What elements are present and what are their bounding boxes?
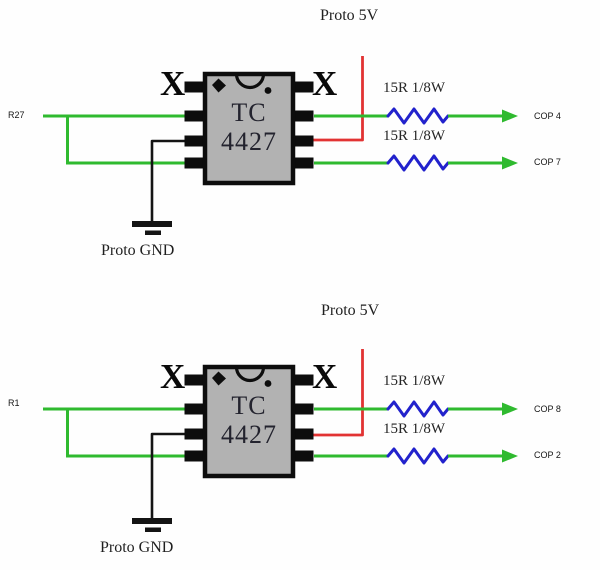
pin-left-3	[184, 135, 205, 147]
pin-right-1	[293, 374, 314, 386]
output-net-label-a: COP 4	[534, 111, 561, 121]
supply-wire	[311, 56, 364, 142]
output-net-label-b: COP 2	[534, 450, 561, 460]
supply-wire	[311, 349, 364, 437]
ic-label-line2: 4427	[221, 420, 277, 449]
pin1-marker	[212, 78, 226, 93]
supply-net-label: Proto 5V	[320, 7, 379, 24]
pin-right-4	[293, 157, 314, 169]
ground-wire	[150, 432, 186, 519]
output-net-label-b: COP 7	[534, 157, 561, 167]
ic-label-line1: TC	[231, 98, 267, 127]
resistor-value-label-a: 15R 1/8W	[383, 373, 446, 389]
pin1-marker	[212, 371, 226, 386]
input-branch-wire	[66, 409, 186, 458]
pin-left-1	[184, 374, 205, 386]
pin-right-4	[293, 450, 314, 462]
no-connect-x-right: X	[312, 357, 338, 396]
ground-symbol	[132, 518, 172, 524]
pin-right-3	[293, 135, 314, 147]
no-connect-x-right: X	[312, 64, 338, 103]
ic-dot	[264, 380, 272, 387]
pin-right-2	[293, 403, 314, 415]
no-connect-x-left: X	[160, 357, 186, 396]
ground-wire	[150, 139, 186, 222]
wiring-diagram	[43, 349, 518, 532]
supply-net-label: Proto 5V	[321, 302, 380, 319]
output-arrow-b	[502, 449, 518, 463]
pin-left-4	[184, 157, 205, 169]
pin-left-3	[184, 428, 205, 440]
pin-right-3	[293, 428, 314, 440]
pin-left-1	[184, 81, 205, 93]
resistor-a	[386, 400, 450, 418]
resistor-a	[386, 107, 450, 125]
wiring-diagram	[43, 56, 518, 235]
output-arrow-b	[502, 156, 518, 170]
ic-dot	[264, 87, 272, 94]
output-arrow-a	[502, 109, 518, 123]
driver-circuit-1: Proto 5V R27 X X TC 4427 15R 1/8W 15R 1/…	[8, 7, 561, 259]
ic-chip-body	[202, 71, 296, 186]
input-branch-wire	[66, 116, 186, 165]
output-arrow-a	[502, 402, 518, 416]
ic-chip-body	[202, 364, 296, 479]
ground-symbol	[132, 221, 172, 227]
driver-circuit-2: Proto 5V R1 X X TC 4427 15R 1/8W 15R 1/8…	[0, 293, 600, 570]
ground-net-label: Proto GND	[101, 242, 175, 259]
pin-right-2	[293, 110, 314, 122]
input-net-label: R27	[8, 110, 25, 120]
ground-symbol-lower-bar	[145, 527, 161, 532]
pin-left-4	[184, 450, 205, 462]
output-net-label-a: COP 8	[534, 404, 561, 414]
resistor-value-label-b: 15R 1/8W	[383, 128, 446, 144]
ic-label-line2: 4427	[221, 127, 277, 156]
pin-left-2	[184, 110, 205, 122]
ic-notch	[234, 366, 266, 383]
ic-notch	[234, 73, 266, 90]
pin-left-2	[184, 403, 205, 415]
input-net-label: R1	[8, 398, 20, 408]
resistor-b	[386, 447, 450, 465]
resistor-value-label-a: 15R 1/8W	[383, 80, 446, 96]
resistor-b	[386, 154, 450, 172]
no-connect-x-left: X	[160, 64, 186, 103]
pin-right-1	[293, 81, 314, 93]
resistor-value-label-b: 15R 1/8W	[383, 421, 446, 437]
ground-net-label: Proto GND	[100, 539, 174, 556]
ic-label-line1: TC	[231, 391, 267, 420]
ground-symbol-lower-bar	[145, 230, 161, 235]
